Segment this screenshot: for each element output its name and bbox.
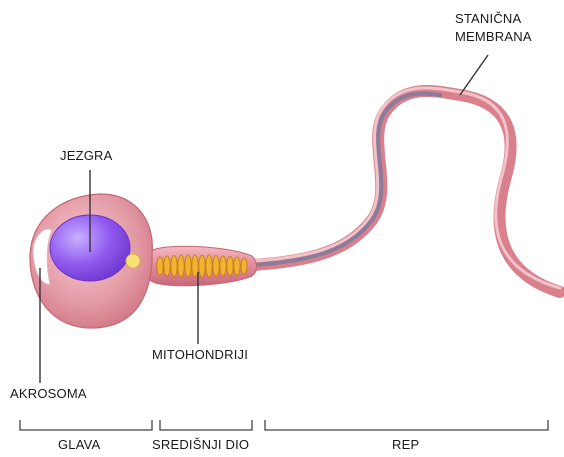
centriole [126,254,140,268]
membrane-label: STANIČNA MEMBRANA [455,10,532,46]
midpiece-bracket [160,420,252,430]
tail-bracket [265,420,548,430]
head-section-label: GLAVA [58,437,100,453]
membrane-label-line1: STANIČNA [455,10,532,28]
midpiece-section-label: SREDIŠNJI DIO [152,437,249,453]
membrane-leader [460,55,488,95]
mitochondria-label: MITOHONDRIJI [152,347,248,363]
membrane-label-line2: MEMBRANA [455,28,532,46]
tail-section-label: REP [392,437,419,453]
section-brackets [20,420,548,430]
acrosome-label: AKROSOMA [10,386,87,402]
nucleus-label: JEZGRA [60,148,112,164]
head-bracket [20,420,152,430]
